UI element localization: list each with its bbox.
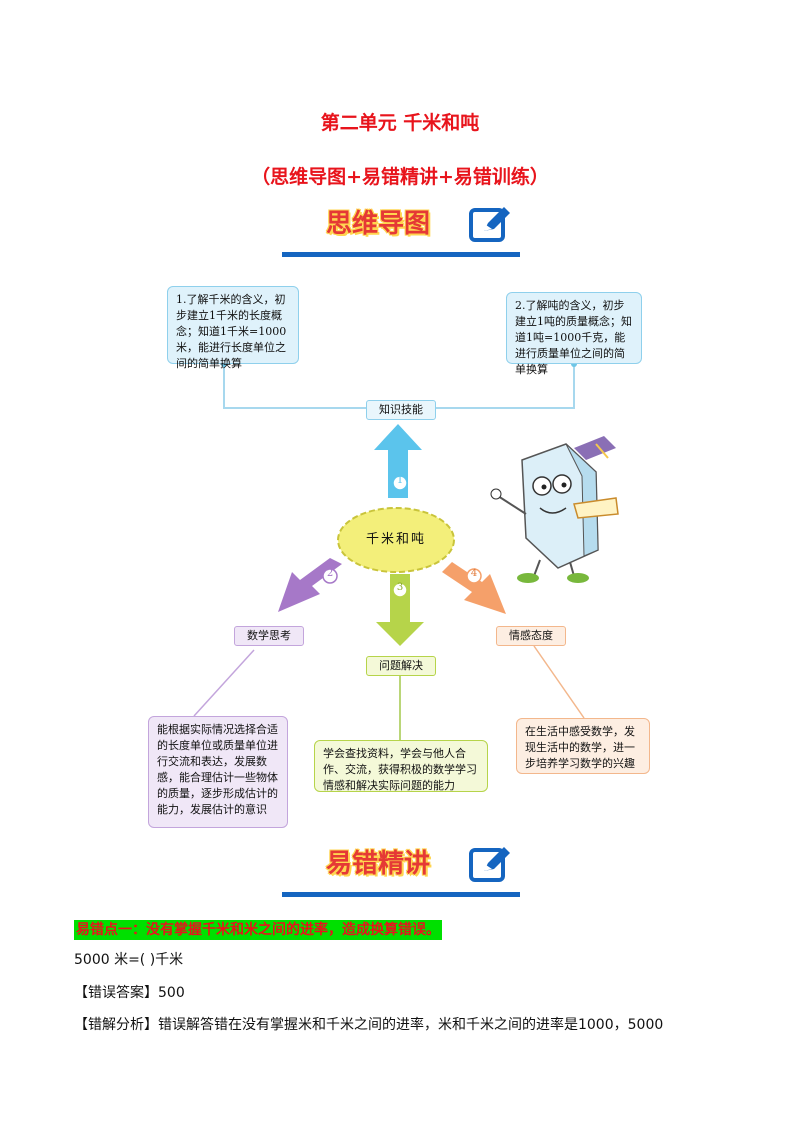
error-point-heading: 易错点一：没有掌握千米和米之间的进率，造成换算错误。 [74, 920, 442, 940]
errors-banner: 易错精讲 [282, 845, 520, 897]
knowledge-skill-tag: 知识技能 [366, 400, 436, 420]
problem-solving-box: 学会查找资料，学会与他人合作、交流，获得积极的数学学习情感和解决实际问题的能力 [314, 740, 488, 792]
arrow-number-3: 3 [396, 582, 404, 593]
mind-map-connectors [193, 361, 619, 740]
mindmap-banner-label: 思维导图 [325, 209, 430, 239]
knowledge-box-1: 1.了解千米的含义，初步建立1千米的长度概念；知道1千米=1000米，能进行长度… [167, 286, 299, 370]
page-subtitle: （思维导图+易错精讲+易错训练） [251, 166, 549, 188]
error-analysis: 【错解分析】错误解答错在没有掌握米和千米之间的进率，米和千米之间的进率是1000… [74, 1017, 664, 1033]
problem-solving-tag: 问题解决 [366, 656, 436, 676]
arrow-number-2: 2 [326, 568, 334, 579]
knowledge-box-2: 2.了解吨的含义，初步建立1吨的质量概念；知道1吨=1000千克，能进行质量单位… [506, 292, 642, 376]
edit-icon [469, 207, 510, 242]
emotion-attitude-tag: 情感态度 [496, 626, 566, 646]
page-title: 第二单元 千米和吨 [320, 112, 480, 134]
math-thinking-tag: 数学思考 [234, 626, 304, 646]
errors-banner-label: 易错精讲 [325, 849, 430, 879]
banner-underline [282, 892, 520, 897]
banner-underline [282, 252, 520, 257]
question-text: 5000 米=( )千米 [74, 952, 184, 968]
mind-map: 1.了解千米的含义，初步建立1千米的长度概念；知道1千米=1000米，能进行长度… [134, 278, 674, 834]
arrow-number-1: 1 [396, 475, 404, 486]
center-node: 千米和吨 [365, 532, 426, 547]
edit-icon [469, 847, 510, 882]
math-thinking-box: 能根据实际情况选择合适的长度单位或质量单位进行交流和表达，发展数感，能合理估计一… [148, 716, 288, 828]
book-character [490, 436, 619, 583]
emotion-attitude-box: 在生活中感受数学，发现生活中的数学，进一步培养学习数学的兴趣 [516, 718, 650, 774]
arrow-number-4: 4 [470, 568, 478, 579]
mindmap-banner: 思维导图 [282, 205, 520, 257]
wrong-answer: 【错误答案】500 [74, 985, 185, 1001]
